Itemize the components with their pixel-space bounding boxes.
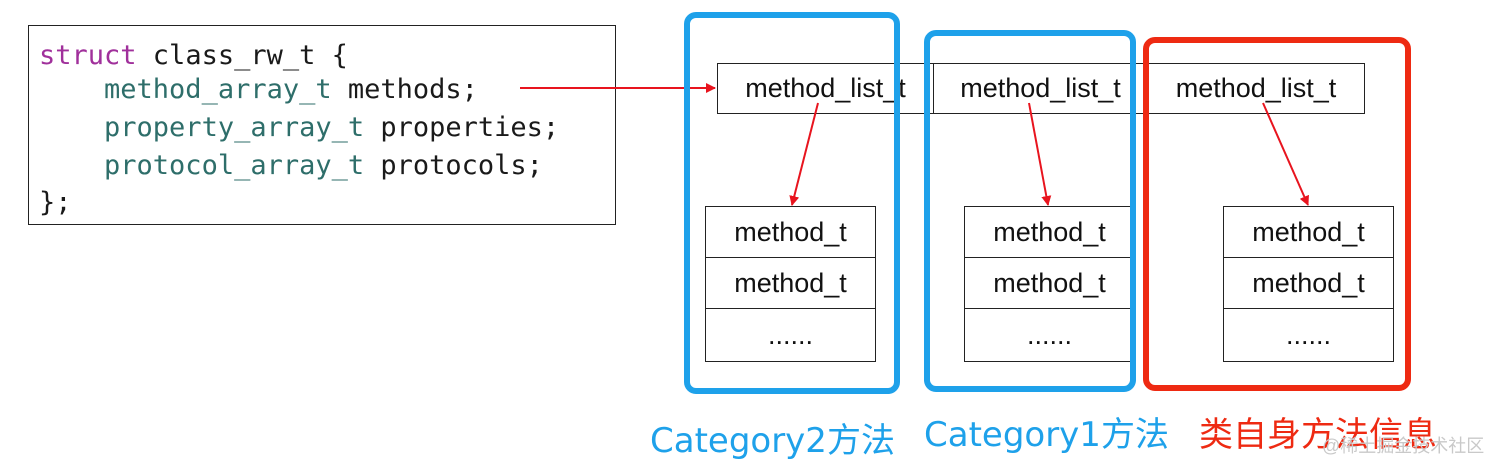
frame-category1 — [924, 30, 1136, 392]
method-row: method_t — [965, 207, 1134, 258]
method-row: method_t — [706, 258, 875, 309]
code-line-close: }; — [39, 187, 72, 218]
watermark: @稀土掘金技术社区 — [1322, 436, 1485, 456]
method-list-cell-class: method_list_t — [1147, 63, 1365, 114]
arrow-category2-list-to-methods — [789, 102, 819, 206]
arrow-category1-list-to-methods — [1028, 102, 1052, 206]
code-line-properties: property_array_t properties; — [104, 112, 560, 143]
method-row-ellipsis: ...... — [1285, 319, 1331, 350]
frame-category2 — [684, 12, 900, 394]
method-row: method_t — [706, 207, 875, 258]
method-row: method_t — [1224, 207, 1393, 258]
code-line-methods: method_array_t methods; — [104, 74, 478, 105]
method-list-cell-category1: method_list_t — [933, 63, 1148, 114]
caption-category2: Category2方法 — [650, 421, 895, 461]
method-column-class: method_t method_t ...... — [1223, 206, 1394, 362]
method-row: method_t — [1224, 258, 1393, 309]
frame-class-self — [1143, 37, 1411, 391]
method-row-ellipsis: ...... — [1026, 319, 1072, 350]
caption-category1: Category1方法 — [924, 415, 1169, 455]
method-row: method_t — [965, 258, 1134, 309]
code-snippet-box: struct class_rw_t { method_array_t metho… — [28, 25, 616, 225]
caption-class-self: 类自身方法信息 — [1199, 415, 1437, 455]
method-column-category1: method_t method_t ...... — [964, 206, 1135, 362]
method-list-cell-category2: method_list_t — [717, 63, 934, 114]
code-line-protocols: protocol_array_t protocols; — [104, 150, 543, 181]
method-column-category2: method_t method_t ...... — [705, 206, 876, 362]
method-row-ellipsis: ...... — [767, 319, 813, 350]
arrow-class-list-to-methods — [1262, 102, 1309, 206]
code-line-struct: struct class_rw_t { — [39, 40, 348, 71]
